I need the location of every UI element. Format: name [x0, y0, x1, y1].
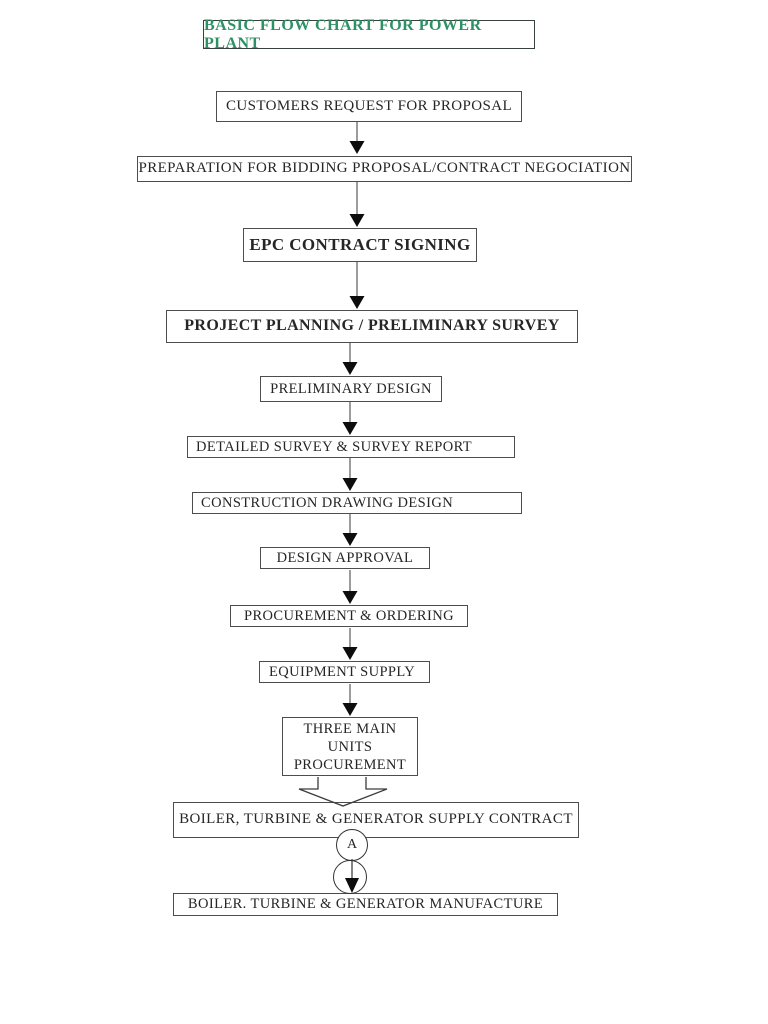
flow-node-epc-contract-signing: EPC CONTRACT SIGNING	[243, 228, 477, 262]
flow-node-design-approval: DESIGN APPROVAL	[260, 547, 430, 569]
arrow-head-8	[342, 591, 358, 604]
flow-node-btg-manufacture: BOILER. TURBINE & GENERATOR MANUFACTURE	[173, 893, 558, 916]
flow-node-three-main-units: THREE MAIN UNITS PROCUREMENT	[282, 717, 418, 776]
flow-node-procurement-ordering: PROCUREMENT & ORDERING	[230, 605, 468, 627]
flow-node-construction-drawing-design: CONSTRUCTION DRAWING DESIGN	[192, 492, 522, 514]
arrow-head-10	[342, 703, 358, 716]
arrow-head-6	[342, 478, 358, 491]
off-page-connector-lower	[333, 860, 367, 894]
arrow-head-2	[349, 214, 365, 227]
connector-a-label: A	[346, 837, 358, 852]
diagram-title: BASIC FLOW CHART FOR POWER PLANT	[204, 16, 482, 52]
arrow-head-7	[342, 533, 358, 546]
flow-node-bidding-preparation: PREPARATION FOR BIDDING PROPOSAL/CONTRAC…	[137, 156, 632, 182]
arrow-head-3	[349, 296, 365, 309]
flow-node-equipment-supply: EQUIPMENT SUPPLY	[259, 661, 430, 683]
diagram-title-box: BASIC FLOW CHART FOR POWER PLANT	[203, 17, 535, 52]
flow-node-btg-supply-contract: BOILER, TURBINE & GENERATOR SUPPLY CONTR…	[173, 802, 579, 838]
flow-node-customers-request: CUSTOMERS REQUEST FOR PROPOSAL	[216, 91, 522, 122]
off-page-connector-a: A	[336, 829, 368, 861]
arrow-head-5	[342, 422, 358, 435]
flow-node-detailed-survey: DETAILED SURVEY & SURVEY REPORT	[187, 436, 515, 458]
flow-node-project-planning: PROJECT PLANNING / PRELIMINARY SURVEY	[166, 310, 578, 343]
arrow-head-9	[342, 647, 358, 660]
arrow-head-1	[349, 141, 365, 154]
arrow-head-4	[342, 362, 358, 375]
flow-node-preliminary-design: PRELIMINARY DESIGN	[260, 376, 442, 402]
